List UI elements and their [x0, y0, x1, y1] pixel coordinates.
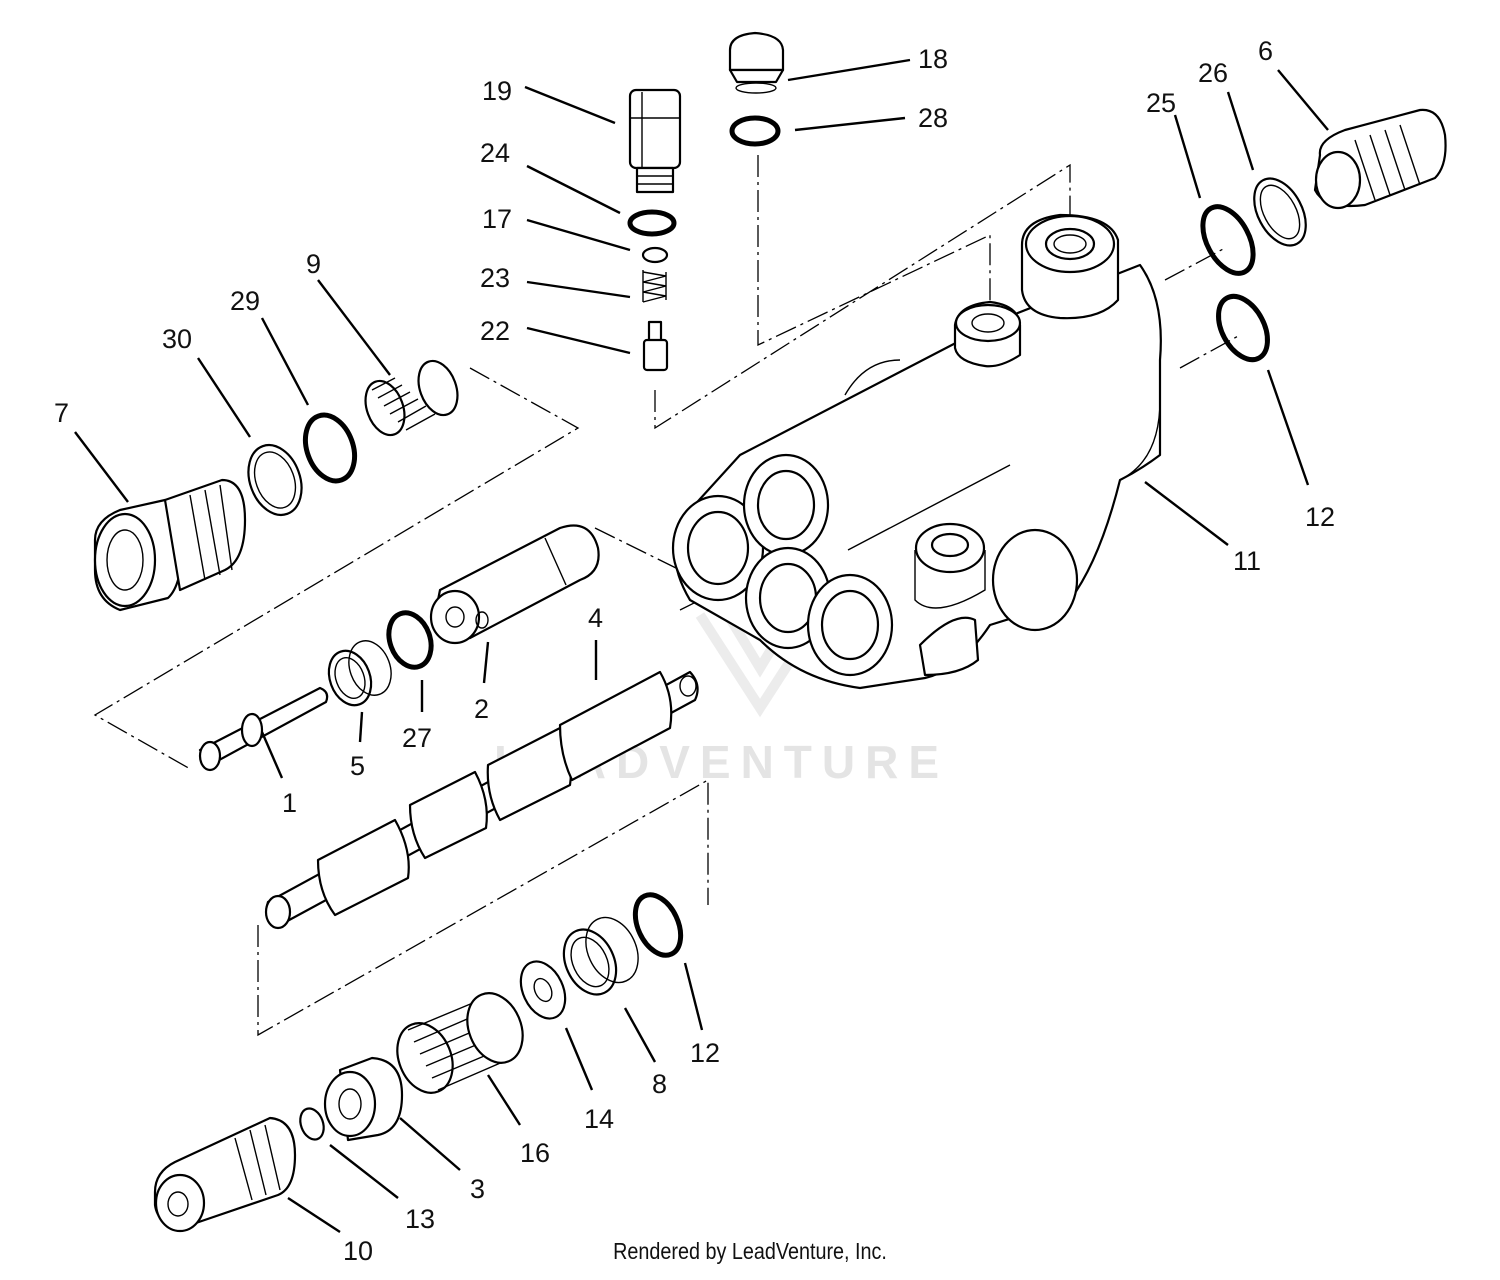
leader-lines	[74, 58, 1329, 1234]
spacer-8	[562, 916, 639, 996]
callout-25: 25	[1146, 88, 1176, 118]
poppet-22	[642, 320, 669, 372]
spring-9	[364, 359, 459, 437]
callout-14: 14	[584, 1104, 614, 1134]
piston-2	[429, 524, 600, 645]
cap-10	[153, 1116, 297, 1233]
callout-16: 16	[520, 1138, 550, 1168]
callout-28: 28	[918, 103, 948, 133]
callout-19: 19	[482, 76, 512, 106]
o-ring-12-upper	[1216, 293, 1270, 363]
callout-9: 9	[306, 249, 321, 279]
assembly-centerlines	[93, 155, 1241, 1037]
o-ring-27	[386, 610, 434, 670]
callout-2: 2	[474, 694, 489, 724]
callout-labels: 18 28 19 24 17 23 22 25 26 6 12 11 9 29 …	[54, 36, 1335, 1266]
o-ring-12-lower	[632, 892, 684, 958]
callout-17: 17	[482, 204, 512, 234]
callout-12-upper: 12	[1305, 502, 1335, 532]
callout-11: 11	[1233, 546, 1261, 576]
callout-5: 5	[350, 751, 365, 781]
relief-cap-19	[628, 88, 682, 194]
ring-13	[299, 1107, 325, 1141]
plug-18	[728, 31, 785, 94]
callout-13: 13	[405, 1204, 435, 1234]
callout-27: 27	[402, 723, 432, 753]
callout-4: 4	[588, 603, 603, 633]
plug-6	[1313, 108, 1447, 210]
callout-26: 26	[1198, 58, 1228, 88]
callout-30: 30	[162, 324, 192, 354]
callout-3: 3	[470, 1174, 485, 1204]
spacer-5	[327, 640, 392, 707]
callout-7: 7	[54, 398, 69, 428]
seat-3	[323, 1056, 404, 1142]
spool-4	[264, 670, 699, 930]
callout-18: 18	[918, 44, 948, 74]
callout-29: 29	[230, 286, 260, 316]
pin-1	[198, 686, 329, 772]
fitting-7	[93, 478, 247, 612]
o-ring-28	[729, 115, 781, 147]
valve-body	[671, 213, 1162, 690]
callout-10: 10	[343, 1236, 373, 1266]
callout-6: 6	[1258, 36, 1273, 66]
callout-23: 23	[480, 263, 510, 293]
footer-credit: Rendered by LeadVenture, Inc.	[613, 1238, 887, 1264]
callout-22: 22	[480, 316, 510, 346]
washer-14	[519, 960, 567, 1020]
ball-17	[641, 246, 669, 264]
o-ring-24	[627, 209, 677, 237]
spring-23	[642, 270, 667, 303]
backup-ring-26	[1253, 177, 1307, 247]
backup-ring-30	[247, 444, 303, 516]
callout-24: 24	[480, 138, 510, 168]
callout-1: 1	[282, 788, 297, 818]
spring-16	[396, 992, 524, 1094]
callout-8: 8	[652, 1069, 667, 1099]
o-ring-29	[302, 412, 358, 484]
o-ring-25	[1200, 204, 1256, 276]
callout-12-lower: 12	[690, 1038, 720, 1068]
